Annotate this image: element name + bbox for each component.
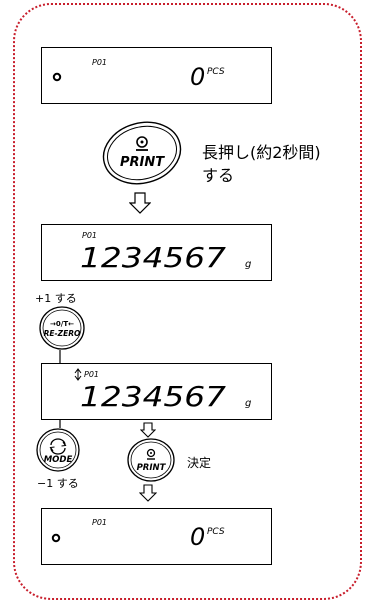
- print-confirm-button[interactable]: PRINT: [126, 437, 176, 483]
- weight-icon: [136, 136, 148, 151]
- display-unit: PCS: [207, 527, 225, 537]
- program-number: P01: [82, 231, 97, 240]
- print-button[interactable]: PRINT: [100, 120, 184, 186]
- red-dotted-frame: [13, 3, 362, 600]
- minus-one-note: −1 する: [37, 477, 79, 490]
- stable-indicator-icon: [51, 533, 61, 543]
- long-press-note-line1: 長押し(約2秒間): [202, 143, 321, 162]
- display-adjust: P01 1234567 g: [41, 363, 272, 420]
- program-number: P01: [84, 370, 99, 379]
- re-zero-button[interactable]: →0/T← RE-ZERO: [38, 305, 86, 351]
- down-arrow-icon: [129, 192, 151, 214]
- cycle-icon: [49, 438, 67, 455]
- up-down-arrow-icon: [74, 368, 82, 381]
- program-number: P01: [92, 518, 107, 527]
- weight-icon: [146, 448, 156, 460]
- mode-button[interactable]: MODE: [35, 427, 81, 473]
- display-value: 0: [190, 523, 205, 551]
- display-unit: PCS: [207, 67, 225, 77]
- down-arrow-icon: [139, 484, 157, 502]
- down-arrow-icon: [140, 422, 156, 438]
- display-value: 0: [190, 63, 205, 91]
- mode-button-label: MODE: [44, 455, 73, 465]
- plus-one-note: +1 する: [35, 292, 77, 305]
- print-confirm-button-label: PRINT: [137, 463, 167, 473]
- print-button-label: PRINT: [120, 155, 165, 170]
- display-weight: P01 1234567 g: [41, 224, 272, 281]
- display-unit: g: [245, 259, 251, 270]
- confirm-note: 決定: [187, 456, 212, 470]
- stable-indicator-icon: [52, 72, 62, 82]
- zero-tare-icon: →0/T←: [50, 320, 74, 328]
- re-zero-button-label: RE-ZERO: [44, 329, 81, 338]
- display-initial: P01 0 PCS: [41, 47, 272, 104]
- display-unit: g: [245, 398, 251, 409]
- display-value: 1234567: [80, 380, 226, 413]
- display-result: P01 0 PCS: [41, 508, 272, 565]
- display-value: 1234567: [80, 241, 226, 274]
- long-press-note-line2: する: [202, 166, 235, 185]
- program-number: P01: [92, 58, 107, 67]
